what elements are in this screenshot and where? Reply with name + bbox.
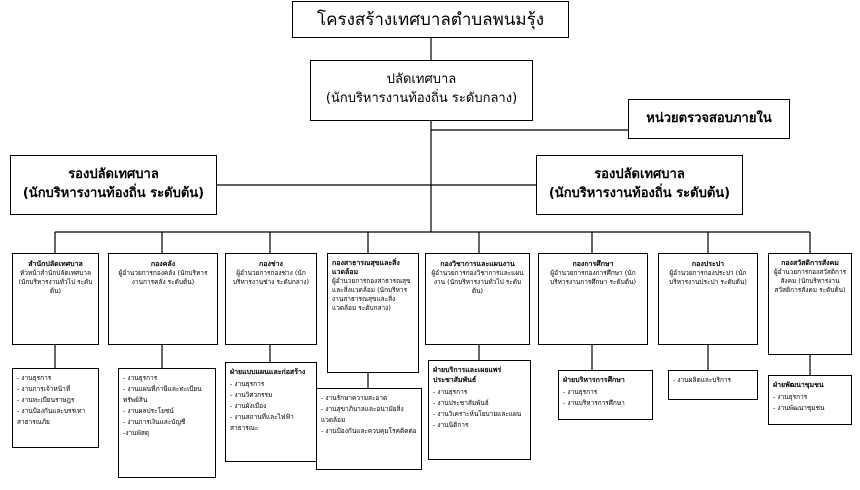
division-box: กองสาธารณสุขและสิ่งแวดล้อม ผู้อำนวยการกอ… [327, 253, 419, 373]
division-name: กองการศึกษา [572, 260, 614, 268]
task-item: - งานประชาสัมพันธ์ [433, 399, 489, 407]
task-item: - งานธุรการ [17, 374, 52, 382]
division-box: กองการศึกษา ผู้อำนวยการกองการศึกษา (นักบ… [538, 253, 648, 345]
division-task-list: ฝ่ายพัฒนาชุมชน - งานธุรการ - งานพัฒนาชุม… [768, 375, 852, 425]
deputy-left-level: (นักบริหารงานท้องถิ่น ระดับต้น) [22, 186, 205, 201]
task-item: - งานพัฒนาชุมชน [773, 404, 825, 412]
task-item: - งานผลประโยชน์ [123, 407, 174, 415]
task-item: - งานธุรการ [230, 380, 265, 388]
task-item: - งานทะเบียนราษฎร [17, 396, 75, 404]
deputy-right-box: รองปลัดเทศบาล (นักบริหารงานท้องถิ่น ระดั… [536, 155, 743, 215]
task-item: - งานผลิตและบริการ [673, 376, 732, 384]
deputy-right-level: (นักบริหารงานท้องถิ่น ระดับต้น) [548, 186, 731, 201]
chief-administrator-box: ปลัดเทศบาล (นักบริหารงานท้องถิ่น ระดับกล… [310, 60, 533, 121]
division-head: ผู้อำนวยการกองการศึกษา (นักบริหารงานการศ… [550, 269, 636, 286]
division-head: ผู้อำนวยการกองวิชาการและแผนงาน (นักบริหา… [431, 269, 524, 295]
division-box: กองช่าง ผู้อำนวยการกองช่าง (นักบริหารงาน… [225, 253, 317, 345]
task-item: - งานสุขาภิบาลและอนามัยสิ่งแวดล้อม [321, 405, 404, 424]
section-heading: ฝ่ายแบบแผนและก่อสร้าง [230, 368, 306, 376]
section-heading: ฝ่ายพัฒนาชุมชน [773, 381, 824, 389]
division-head: ผู้อำนวยการกองช่าง (นักบริหารงานช่าง ระด… [232, 269, 310, 286]
section-heading: ฝ่ายบริหารการศึกษา [563, 376, 625, 384]
division-head: หัวหน้าสำนักปลัดเทศบาล (นักบริหารงานทั่ว… [18, 269, 93, 295]
division-head: ผู้อำนวยการกองสวัสดิการสังคม (นักบริหารง… [773, 268, 847, 294]
division-name: กองวิชาการและแผนงาน [440, 260, 515, 268]
division-name: กองสาธารณสุขและสิ่งแวดล้อม [332, 259, 400, 276]
division-box: กองคลัง ผู้อำนวยการกองคลัง (นักบริหารงาน… [108, 253, 218, 345]
task-item: - งานสถานที่และไฟฟ้าสาธารณะ [230, 413, 294, 432]
deputy-right-title: รองปลัดเทศบาล [594, 167, 685, 182]
task-item: - งานการเงินและบัญชี [123, 418, 186, 426]
task-item: - งานธุรการ [773, 393, 808, 401]
chief-administrator-level: (นักบริหารงานท้องถิ่น ระดับกลาง) [325, 91, 518, 106]
task-item: - งานแผนที่ภาษีและทะเบียนทรัพย์สิน [123, 385, 202, 404]
task-item: - งานธุรการ [123, 374, 158, 382]
division-task-list: ฝ่ายบริหารการศึกษา - งานธุรการ - งานบริห… [558, 370, 653, 420]
division-box: สำนักปลัดเทศบาล หัวหน้าสำนักปลัดเทศบาล (… [12, 253, 99, 345]
chart-title-box: โครงสร้างเทศบาลตำบลพนมรุ้ง [292, 1, 569, 38]
division-name: กองคลัง [150, 260, 176, 268]
task-item: - งานวิศวกรรม [230, 391, 273, 399]
task-item: - งานธุรการ [433, 388, 468, 396]
division-name: กองช่าง [259, 260, 283, 268]
division-task-list: - งานผลิตและบริการ [668, 370, 758, 400]
division-name: กองประปา [691, 260, 725, 268]
division-name: กองสวัสดิการสังคม [781, 259, 839, 267]
internal-audit-label: หน่วยตรวจสอบภายใน [646, 111, 772, 126]
task-item: - งานป้องกันและบรรเทาสาธารณภัย [17, 407, 86, 426]
task-item: - งานธุรการ [563, 388, 598, 396]
task-item: - งานการเจ้าหน้าที่ [17, 385, 71, 393]
task-item: - งานวิเคราะห์นโยบายและแผน [433, 410, 522, 418]
division-box: กองสวัสดิการสังคม ผู้อำนวยการกองสวัสดิกา… [768, 253, 852, 355]
task-item: - งานป้องกันและควบคุมโรคติดต่อ [321, 427, 417, 435]
division-box: กองวิชาการและแผนงาน ผู้อำนวยการกองวิชากา… [425, 253, 530, 345]
division-task-list: - งานธุรการ - งานการเจ้าหน้าที่ - งานทะเ… [12, 368, 99, 448]
task-item: - งานนิติการ [433, 421, 469, 429]
deputy-left-title: รองปลัดเทศบาล [68, 167, 159, 182]
task-item: -งานพัสดุ [123, 429, 150, 437]
division-task-list: ฝ่ายบริการและเผยแพร่ประชาสัมพันธ์ - งานธ… [428, 360, 531, 460]
division-task-list: - งานรักษาความสะอาด - งานสุขาภิบาลและอนา… [316, 388, 422, 470]
deputy-left-box: รองปลัดเทศบาล (นักบริหารงานท้องถิ่น ระดั… [10, 155, 217, 215]
division-task-list: - งานธุรการ - งานแผนที่ภาษีและทะเบียนทรั… [118, 368, 216, 478]
division-name: สำนักปลัดเทศบาล [28, 260, 83, 268]
division-task-list: ฝ่ายแบบแผนและก่อสร้าง - งานธุรการ - งานว… [225, 362, 317, 462]
section-heading: ฝ่ายบริการและเผยแพร่ประชาสัมพันธ์ [433, 366, 502, 384]
division-head: ผู้อำนวยการกองสาธารณสุขและสิ่งแวดล้อม (น… [332, 277, 411, 312]
division-box: กองประปา ผู้อำนวยการกองประปา (นักบริหารง… [658, 253, 758, 345]
task-item: - งานบริหารการศึกษา [563, 399, 625, 407]
task-item: - งานผังเมือง [230, 402, 267, 410]
division-head: ผู้อำนวยการกองประปา (นักบริหารงานประปา ร… [669, 269, 747, 286]
division-head: ผู้อำนวยการกองคลัง (นักบริหารงานการคลัง … [118, 269, 208, 286]
internal-audit-box: หน่วยตรวจสอบภายใน [628, 99, 790, 139]
chief-administrator-title: ปลัดเทศบาล [386, 72, 457, 87]
chart-title: โครงสร้างเทศบาลตำบลพนมรุ้ง [316, 10, 545, 30]
task-item: - งานรักษาความสะอาด [321, 394, 388, 402]
